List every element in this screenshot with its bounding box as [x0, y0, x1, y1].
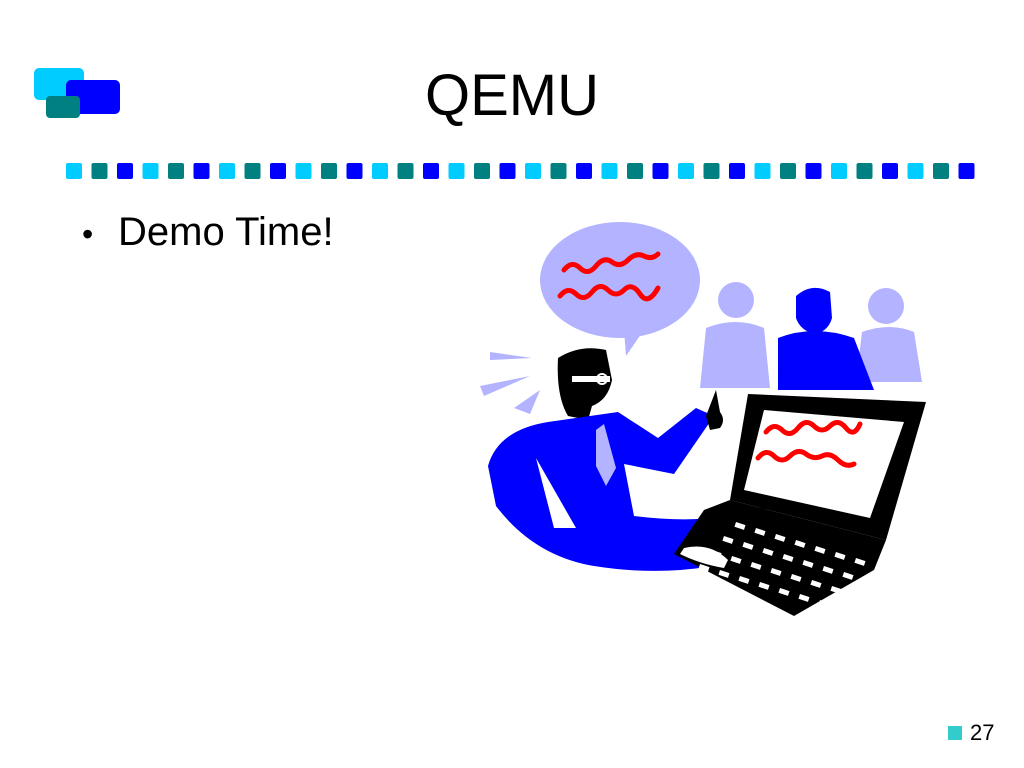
- divider-square: [91, 163, 108, 179]
- divider-square: [652, 163, 669, 179]
- laptop-icon: [674, 394, 926, 616]
- divider-square: [397, 163, 414, 179]
- keyboard-key: [854, 558, 866, 566]
- divider-square: [168, 163, 184, 179]
- divider-square: [754, 163, 771, 179]
- divider-square: [958, 163, 975, 179]
- divider-square: [66, 163, 82, 179]
- divider-square: [907, 163, 924, 179]
- divider-square: [627, 163, 643, 179]
- divider-square: [678, 163, 694, 179]
- divider-square: [499, 163, 516, 179]
- divider-square: [525, 163, 541, 179]
- keyboard-key: [782, 554, 794, 562]
- page-number: 27: [948, 720, 994, 746]
- divider-square: [372, 163, 388, 179]
- divider-square: [346, 163, 363, 179]
- keyboard-key: [730, 556, 742, 564]
- keyboard-key: [790, 574, 802, 582]
- bullet-item: • Demo Time!: [82, 206, 334, 260]
- divider-square: [601, 163, 618, 179]
- divider-square: [142, 163, 159, 179]
- divider-square: [193, 163, 210, 179]
- page-marker-icon: [948, 726, 962, 740]
- keyboard-key: [794, 540, 806, 548]
- divider-square: [244, 163, 261, 179]
- keyboard-key: [778, 588, 790, 596]
- keyboard-key: [762, 548, 774, 556]
- audience-icon: [700, 282, 922, 390]
- divider-square: [805, 163, 822, 179]
- keyboard-key: [818, 600, 830, 608]
- divider-square: [780, 163, 796, 179]
- divider-square: [703, 163, 720, 179]
- divider-square: [831, 163, 847, 179]
- divider-square: [576, 163, 592, 179]
- keyboard-key: [770, 568, 782, 576]
- keyboard-key: [750, 562, 762, 570]
- dotted-divider: [66, 163, 975, 179]
- divider-square: [550, 163, 567, 179]
- keyboard-key: [758, 582, 770, 590]
- bullet-list: • Demo Time!: [82, 206, 334, 260]
- divider-square: [321, 163, 337, 179]
- keyboard-key: [774, 534, 786, 542]
- keyboard-key: [834, 552, 846, 560]
- divider-square: [423, 163, 439, 179]
- keyboard-key: [718, 570, 730, 578]
- keyboard-key: [842, 572, 854, 580]
- speech-bubble-icon: [540, 222, 700, 356]
- keyboard-key: [698, 564, 710, 572]
- keyboard-key: [810, 580, 822, 588]
- divider-square: [117, 163, 133, 179]
- motion-lines-icon: [480, 352, 540, 414]
- divider-square: [933, 163, 949, 179]
- keyboard-key: [814, 546, 826, 554]
- divider-square: [448, 163, 465, 179]
- divider-square: [856, 163, 873, 179]
- keyboard-key: [798, 594, 810, 602]
- divider-square: [219, 163, 235, 179]
- presenter-at-laptop-clipart-icon: [480, 222, 926, 616]
- keyboard-key: [710, 550, 722, 558]
- keyboard-key: [754, 528, 766, 536]
- divider-square: [729, 163, 745, 179]
- bullet-text: Demo Time!: [118, 210, 334, 254]
- divider-square: [882, 163, 898, 179]
- divider-square: [270, 163, 286, 179]
- keyboard-key: [830, 586, 842, 594]
- divider-square: [474, 163, 490, 179]
- divider-square: [295, 163, 312, 179]
- page-number-text: 27: [970, 720, 995, 745]
- keyboard-key: [802, 560, 814, 568]
- keyboard-key: [742, 542, 754, 550]
- keyboard-keys: [698, 522, 866, 608]
- bullet-glyph: •: [82, 216, 94, 252]
- keyboard-key: [734, 522, 746, 530]
- keyboard-key: [822, 566, 834, 574]
- logo-rectangles-icon: [34, 68, 120, 118]
- slide-title: QEMU: [425, 63, 599, 128]
- keyboard-key: [722, 536, 734, 544]
- keyboard-key: [738, 576, 750, 584]
